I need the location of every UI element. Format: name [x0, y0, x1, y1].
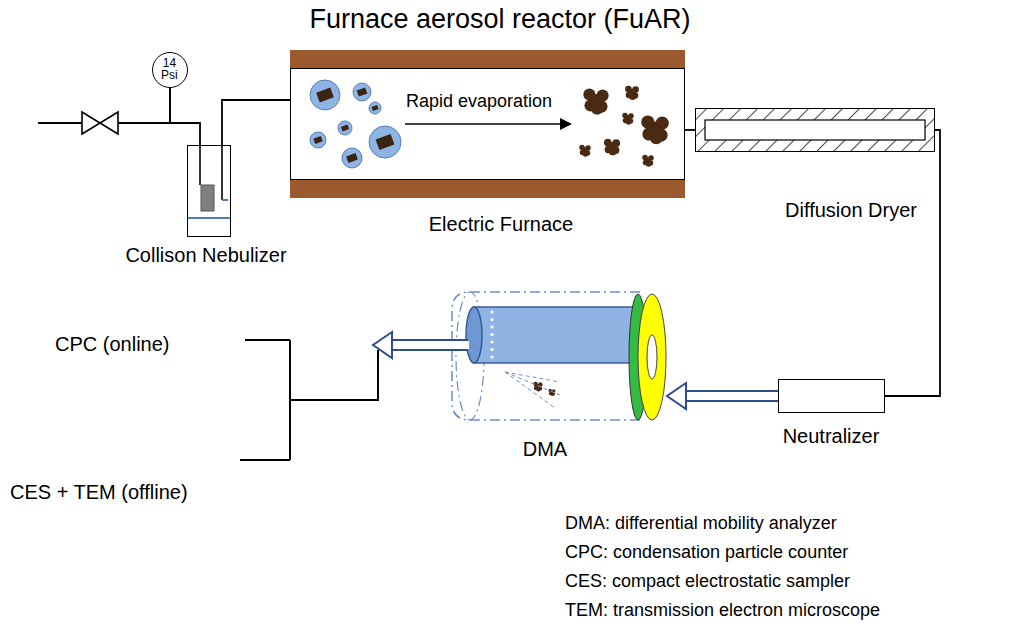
- nebulizer-inside: [188, 145, 230, 218]
- node-caption: Diffusion Dryer: [785, 199, 917, 222]
- abbreviation-note: TEM: transmission electron microscope: [565, 600, 880, 621]
- node-caption: DMA: [523, 438, 567, 461]
- solute-particle: [341, 125, 349, 132]
- particle: [629, 94, 636, 101]
- droplet: [310, 80, 340, 110]
- diffusion-dryer-body: [695, 108, 935, 152]
- solute-particle: [371, 105, 378, 111]
- particle: [551, 393, 554, 396]
- arrow-head: [667, 383, 686, 409]
- particle: [583, 151, 589, 157]
- droplet: [369, 102, 381, 114]
- particle: [585, 145, 591, 151]
- instrument-label: CPC (online): [55, 333, 169, 356]
- tube-line: [685, 129, 695, 131]
- outlet-bracket: [240, 340, 378, 460]
- dma-hole: [490, 310, 493, 313]
- particle: [604, 139, 612, 147]
- solute-particle: [316, 88, 334, 103]
- droplet: [310, 132, 326, 148]
- abbreviation-note: CPC: condensation particle counter: [565, 542, 848, 563]
- solute-particle: [313, 136, 322, 144]
- solute-particle: [346, 153, 358, 163]
- flow-connector: [170, 88, 200, 145]
- neutralizer-box: Neutralizer: [778, 379, 885, 413]
- particle: [642, 155, 648, 161]
- particle: [646, 161, 652, 167]
- dma-hole: [490, 318, 493, 321]
- dma-hole: [490, 325, 493, 328]
- dma-hole: [490, 355, 493, 358]
- particle: [591, 103, 603, 115]
- droplet: [353, 83, 371, 101]
- solute-particle: [357, 88, 368, 97]
- flow-connector: [885, 130, 940, 396]
- node-caption: Collison Nebulizer: [125, 244, 286, 267]
- particle: [656, 117, 669, 130]
- tube-line: [170, 88, 200, 145]
- flow-connector: [222, 100, 290, 145]
- node-caption: Neutralizer: [783, 425, 880, 448]
- particle: [583, 88, 595, 100]
- tube-line: [885, 130, 940, 396]
- particle: [536, 387, 540, 391]
- abbreviation-note: CES: compact electrostatic sampler: [565, 571, 850, 592]
- particle: [609, 148, 617, 156]
- particle: [612, 139, 620, 147]
- particle: [597, 90, 609, 102]
- particle: [648, 155, 654, 161]
- flow-connector: [685, 130, 695, 131]
- node-caption: Electric Furnace: [429, 213, 574, 236]
- dma-hole: [490, 340, 493, 343]
- collison-nebulizer: Collison Nebulizer: [187, 145, 231, 237]
- valve-symbol: [82, 112, 118, 134]
- particle: [625, 86, 632, 93]
- tube-line: [222, 100, 290, 145]
- droplets: [310, 80, 401, 168]
- diffusion-dryer: Diffusion Dryer: [695, 108, 935, 152]
- dma-column: DMA: [455, 290, 667, 422]
- dma-hole: [490, 348, 493, 351]
- particle: [579, 145, 585, 151]
- particle: [632, 86, 639, 93]
- droplet: [338, 121, 352, 135]
- dma-hole: [490, 333, 493, 336]
- node-text: Rapid evaporation: [406, 91, 552, 112]
- neutralizer-fill: [778, 379, 885, 413]
- pressure-gauge: 14 Psi: [152, 52, 188, 88]
- dma-holes: [490, 310, 493, 358]
- flow-connector: [667, 383, 778, 409]
- abbreviation-note: DMA: differential mobility analyzer: [565, 513, 837, 534]
- instrument-label: CES + TEM (offline): [10, 481, 188, 504]
- particle: [626, 119, 632, 125]
- particle: [622, 113, 628, 119]
- dma-body: [452, 292, 666, 420]
- evaporation-arrow: [405, 118, 572, 130]
- hollow-shaft: [686, 392, 778, 400]
- diagram-title: Furnace aerosol reactor (FuAR): [309, 4, 690, 35]
- droplet: [369, 126, 401, 158]
- solute-particle: [376, 134, 395, 150]
- hollow-shaft-outline: [686, 390, 778, 402]
- particle: [650, 131, 663, 144]
- particle: [628, 113, 634, 119]
- electric-furnace: Rapid evaporationElectric Furnace: [290, 68, 685, 180]
- outlet-arrow: [373, 332, 469, 358]
- droplet: [342, 148, 362, 168]
- node-text: 14 Psi: [154, 57, 184, 82]
- furnace-body: [290, 50, 685, 198]
- particle: [641, 115, 654, 128]
